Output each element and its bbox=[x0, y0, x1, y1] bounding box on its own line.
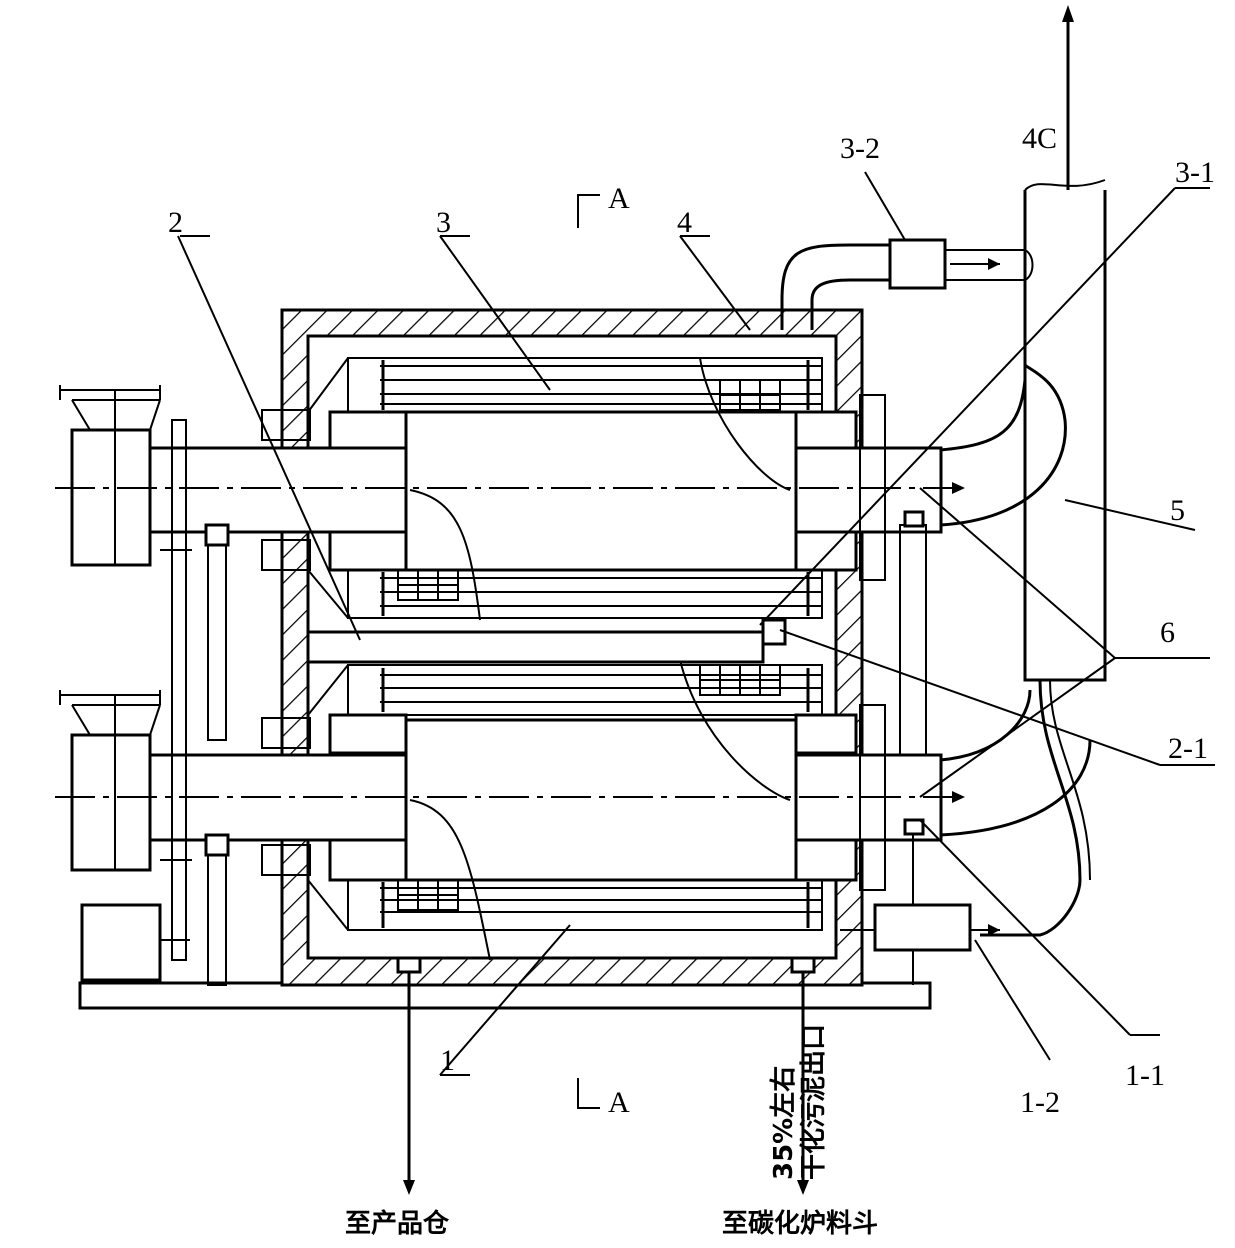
separator-nozzle bbox=[761, 618, 787, 646]
right-shafts bbox=[794, 394, 943, 985]
label-3-2: 3-2 bbox=[840, 132, 880, 165]
svg-text:35%左右: 35%左右 bbox=[769, 1066, 799, 1180]
label-2-1: 2-1 bbox=[1168, 732, 1208, 765]
label-a-bottom: A bbox=[608, 1086, 630, 1119]
label-6: 6 bbox=[1160, 616, 1175, 649]
sludge-outlet-note: 35%左右 干化污泥出口 bbox=[769, 1024, 829, 1180]
label-5: 5 bbox=[1170, 494, 1185, 527]
bottom-drum bbox=[307, 659, 858, 961]
svg-text:干化污泥出口: 干化污泥出口 bbox=[799, 1024, 829, 1180]
section-mark-bottom bbox=[577, 1078, 600, 1109]
leader-lines bbox=[177, 171, 1215, 1076]
label-3-1: 3-1 bbox=[1175, 156, 1215, 189]
label-4: 4 bbox=[677, 206, 692, 239]
section-mark-top bbox=[577, 194, 600, 228]
label-1: 1 bbox=[440, 1044, 455, 1077]
label-a-top: A bbox=[608, 182, 630, 215]
outlet-carbonizer-hopper: 至碳化炉料斗 bbox=[722, 1209, 878, 1239]
label-1-2: 1-2 bbox=[1020, 1086, 1060, 1119]
base-plate bbox=[78, 981, 932, 1010]
separator-channel bbox=[306, 630, 765, 664]
motor bbox=[80, 903, 162, 982]
label-3: 3 bbox=[436, 206, 451, 239]
label-2: 2 bbox=[168, 206, 183, 239]
outlet-arrows bbox=[396, 956, 816, 1195]
outlet-product-bin: 至产品仓 bbox=[345, 1208, 450, 1239]
label-1-1: 1-1 bbox=[1125, 1059, 1165, 1092]
left-shafts bbox=[59, 385, 408, 986]
top-drum bbox=[307, 357, 858, 621]
label-4c: 4C bbox=[1022, 122, 1057, 155]
